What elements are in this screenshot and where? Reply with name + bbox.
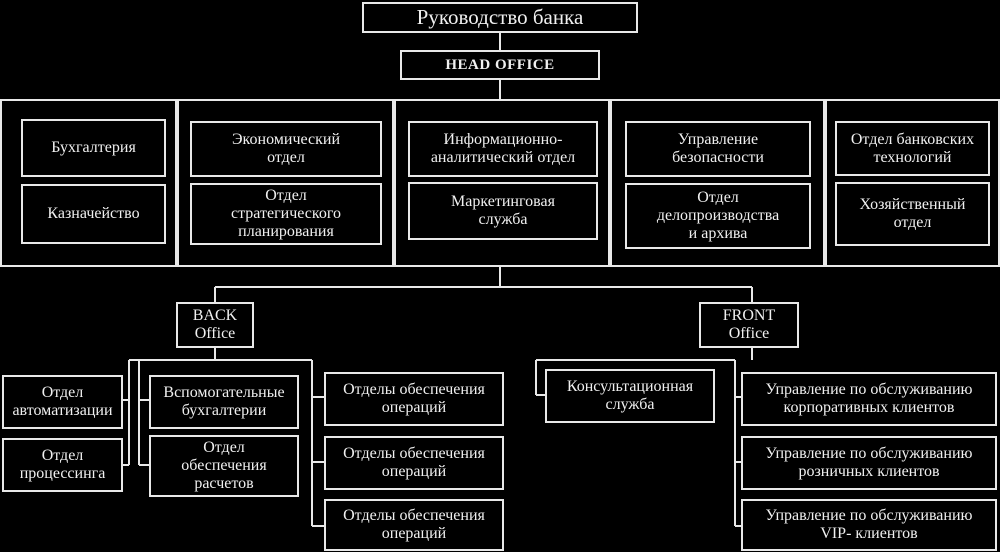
- retail-clients-box: Управление по обслуживанию розничных кли…: [741, 436, 997, 490]
- records-archive-box: Отдел делопроизводства и архива: [625, 183, 811, 249]
- front-office-box: FRONT Office: [699, 302, 799, 348]
- economic-dept-box: Экономический отдел: [190, 121, 382, 177]
- aux-accounting-box: Вспомогательные бухгалтерии: [149, 375, 299, 429]
- consulting-service-box: Консультационная служба: [545, 369, 715, 423]
- automation-dept-box: Отдел автоматизации: [2, 375, 123, 429]
- bank-management-box: Руководство банка: [362, 2, 638, 33]
- settlements-dept-box: Отдел обеспечения расчетов: [149, 435, 299, 497]
- operations-support-box-3: Отделы обеспечения операций: [324, 499, 504, 551]
- processing-dept-box: Отдел процессинга: [2, 438, 123, 492]
- analytics-dept-box: Информационно- аналитический отдел: [408, 121, 598, 177]
- household-dept-box: Хозяйственный отдел: [835, 182, 990, 246]
- back-office-box: BACK Office: [176, 302, 254, 348]
- strategic-planning-box: Отдел стратегического планирования: [190, 183, 382, 245]
- bank-tech-box: Отдел банковских технологий: [835, 121, 990, 176]
- accounting-box: Бухгалтерия: [21, 119, 166, 177]
- corporate-clients-box: Управление по обслуживанию корпоративных…: [741, 372, 997, 426]
- security-box: Управление безопасности: [625, 121, 811, 177]
- treasury-box: Казначейство: [21, 184, 166, 244]
- marketing-box: Маркетинговая служба: [408, 182, 598, 240]
- operations-support-box-1: Отделы обеспечения операций: [324, 372, 504, 426]
- operations-support-box-2: Отделы обеспечения операций: [324, 436, 504, 490]
- head-office-box: HEAD OFFICE: [400, 50, 600, 80]
- vip-clients-box: Управление по обслуживанию VIP- клиентов: [741, 499, 997, 551]
